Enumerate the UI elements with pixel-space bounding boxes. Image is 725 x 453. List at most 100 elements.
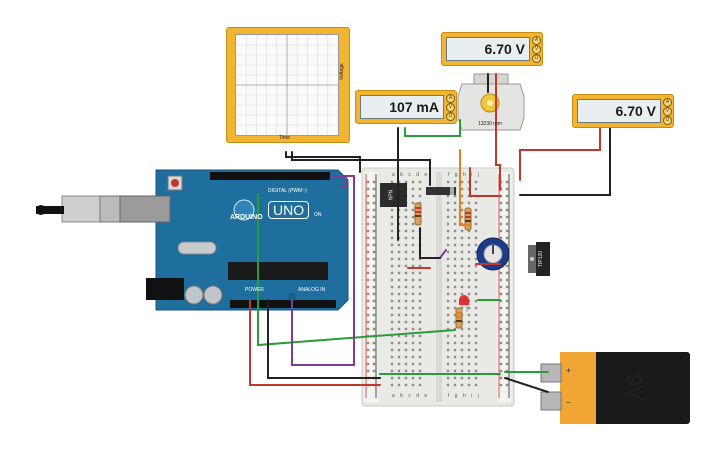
breadboard-hole[interactable] bbox=[418, 320, 422, 324]
breadboard-hole[interactable] bbox=[467, 341, 471, 345]
breadboard-hole[interactable] bbox=[474, 376, 478, 380]
breadboard-hole[interactable] bbox=[446, 236, 450, 240]
breadboard-hole[interactable] bbox=[366, 306, 370, 310]
breadboard-hole[interactable] bbox=[505, 201, 509, 205]
breadboard-hole[interactable] bbox=[460, 383, 464, 387]
breadboard-hole[interactable] bbox=[418, 187, 422, 191]
breadboard-hole[interactable] bbox=[366, 187, 370, 191]
breadboard-hole[interactable] bbox=[446, 369, 450, 373]
breadboard-hole[interactable] bbox=[446, 243, 450, 247]
breadboard-hole[interactable] bbox=[505, 334, 509, 338]
breadboard-hole[interactable] bbox=[460, 334, 464, 338]
led[interactable] bbox=[459, 295, 469, 312]
breadboard-hole[interactable] bbox=[453, 320, 457, 324]
breadboard-hole[interactable] bbox=[411, 215, 415, 219]
breadboard-hole[interactable] bbox=[474, 187, 478, 191]
breadboard-hole[interactable] bbox=[453, 215, 457, 219]
breadboard-hole[interactable] bbox=[453, 271, 457, 275]
breadboard-hole[interactable] bbox=[467, 355, 471, 359]
breadboard-hole[interactable] bbox=[411, 313, 415, 317]
breadboard-hole[interactable] bbox=[499, 341, 503, 345]
breadboard-hole[interactable] bbox=[390, 285, 394, 289]
breadboard-hole[interactable] bbox=[418, 376, 422, 380]
breadboard-hole[interactable] bbox=[499, 201, 503, 205]
breadboard-hole[interactable] bbox=[460, 250, 464, 254]
breadboard-hole[interactable] bbox=[404, 208, 408, 212]
breadboard-hole[interactable] bbox=[366, 369, 370, 373]
breadboard-hole[interactable] bbox=[453, 369, 457, 373]
breadboard-hole[interactable] bbox=[499, 369, 503, 373]
breadboard-hole[interactable] bbox=[366, 222, 370, 226]
breadboard-hole[interactable] bbox=[411, 285, 415, 289]
breadboard-hole[interactable] bbox=[372, 355, 376, 359]
breadboard-hole[interactable] bbox=[505, 320, 509, 324]
breadboard-hole[interactable] bbox=[366, 271, 370, 275]
breadboard-hole[interactable] bbox=[366, 348, 370, 352]
breadboard-hole[interactable] bbox=[404, 229, 408, 233]
breadboard-hole[interactable] bbox=[460, 215, 464, 219]
breadboard-hole[interactable] bbox=[411, 194, 415, 198]
breadboard-hole[interactable] bbox=[404, 278, 408, 282]
breadboard-hole[interactable] bbox=[366, 313, 370, 317]
breadboard-hole[interactable] bbox=[372, 194, 376, 198]
multimeter-current[interactable]: 107 mA A V Ω bbox=[355, 90, 457, 124]
breadboard-hole[interactable] bbox=[474, 243, 478, 247]
breadboard-hole[interactable] bbox=[505, 215, 509, 219]
battery-9v[interactable] bbox=[540, 352, 690, 424]
breadboard-hole[interactable] bbox=[418, 180, 422, 184]
breadboard-hole[interactable] bbox=[404, 313, 408, 317]
breadboard-hole[interactable] bbox=[366, 243, 370, 247]
breadboard-hole[interactable] bbox=[404, 264, 408, 268]
breadboard-hole[interactable] bbox=[390, 320, 394, 324]
breadboard-hole[interactable] bbox=[390, 299, 394, 303]
breadboard-hole[interactable] bbox=[474, 285, 478, 289]
breadboard-hole[interactable] bbox=[372, 201, 376, 205]
breadboard-hole[interactable] bbox=[446, 285, 450, 289]
breadboard-hole[interactable] bbox=[366, 292, 370, 296]
breadboard-hole[interactable] bbox=[404, 362, 408, 366]
breadboard-hole[interactable] bbox=[446, 355, 450, 359]
breadboard-hole[interactable] bbox=[411, 222, 415, 226]
breadboard-hole[interactable] bbox=[404, 299, 408, 303]
breadboard-hole[interactable] bbox=[418, 383, 422, 387]
breadboard-hole[interactable] bbox=[372, 341, 376, 345]
breadboard-hole[interactable] bbox=[453, 334, 457, 338]
breadboard-hole[interactable] bbox=[453, 376, 457, 380]
breadboard-hole[interactable] bbox=[366, 285, 370, 289]
breadboard[interactable] bbox=[361, 167, 515, 407]
breadboard-hole[interactable] bbox=[453, 229, 457, 233]
breadboard-hole[interactable] bbox=[499, 376, 503, 380]
breadboard-hole[interactable] bbox=[390, 334, 394, 338]
breadboard-hole[interactable] bbox=[372, 327, 376, 331]
breadboard-hole[interactable] bbox=[411, 236, 415, 240]
breadboard-hole[interactable] bbox=[390, 341, 394, 345]
tip120-transistor[interactable] bbox=[528, 242, 550, 276]
oscilloscope[interactable]: Voltage Time bbox=[226, 27, 350, 143]
breadboard-hole[interactable] bbox=[411, 201, 415, 205]
breadboard-hole[interactable] bbox=[411, 348, 415, 352]
breadboard-hole[interactable] bbox=[397, 355, 401, 359]
breadboard-hole[interactable] bbox=[404, 355, 408, 359]
breadboard-hole[interactable] bbox=[467, 369, 471, 373]
breadboard-hole[interactable] bbox=[460, 362, 464, 366]
breadboard-hole[interactable] bbox=[453, 208, 457, 212]
breadboard-hole[interactable] bbox=[390, 180, 394, 184]
multimeter-supply-voltage[interactable]: 6.70 V A V Ω bbox=[572, 94, 674, 128]
resistor-1[interactable] bbox=[414, 202, 422, 226]
breadboard-hole[interactable] bbox=[460, 292, 464, 296]
breadboard-hole[interactable] bbox=[505, 222, 509, 226]
breadboard-hole[interactable] bbox=[474, 313, 478, 317]
breadboard-hole[interactable] bbox=[467, 236, 471, 240]
breadboard-hole[interactable] bbox=[390, 250, 394, 254]
breadboard-hole[interactable] bbox=[397, 257, 401, 261]
breadboard-hole[interactable] bbox=[418, 306, 422, 310]
breadboard-hole[interactable] bbox=[404, 236, 408, 240]
resistor-3[interactable] bbox=[455, 307, 463, 329]
breadboard-hole[interactable] bbox=[404, 285, 408, 289]
breadboard-hole[interactable] bbox=[372, 243, 376, 247]
breadboard-hole[interactable] bbox=[418, 327, 422, 331]
breadboard-hole[interactable] bbox=[467, 376, 471, 380]
breadboard-hole[interactable] bbox=[372, 215, 376, 219]
breadboard-hole[interactable] bbox=[474, 250, 478, 254]
